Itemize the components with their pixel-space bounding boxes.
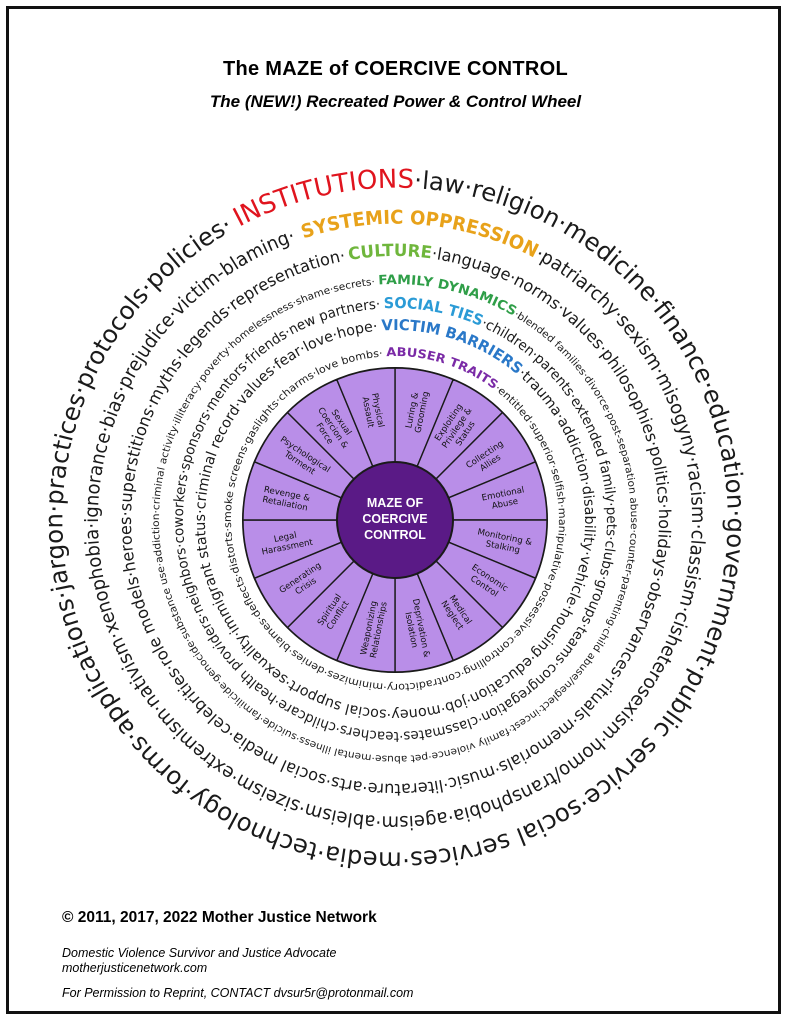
credit-line-3: For Permission to Reprint, CONTACT dvsur… [62,986,414,1000]
page-title: The MAZE of COERCIVE CONTROL [222,58,569,80]
center-label-line2: COERCIVE [362,512,427,526]
center-label-line3: CONTROL [364,528,426,542]
ring-3-label: CULTURE [347,241,433,265]
copyright-text: © 2011, 2017, 2022 Mother Justice Networ… [62,909,377,926]
credit-line-1: Domestic Violence Survivor and Justice A… [62,946,337,960]
center-label-line1: MAZE OF [367,496,424,510]
page-subtitle: The (NEW!) Recreated Power & Control Whe… [209,92,582,111]
center-disc [336,461,454,579]
credit-line-2: motherjusticenetwork.com [62,961,208,975]
